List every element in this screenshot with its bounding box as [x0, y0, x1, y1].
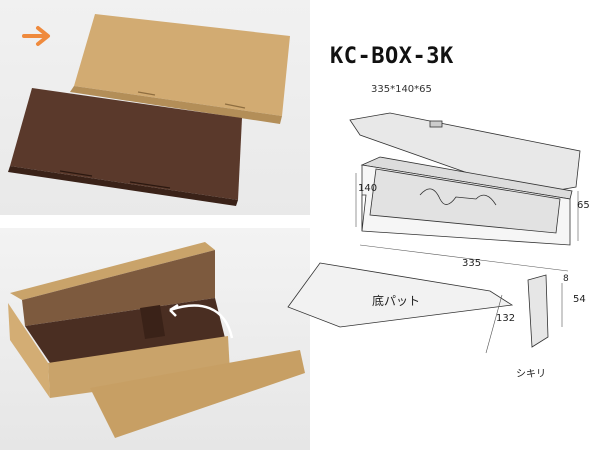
box-line-diagram [287, 112, 581, 354]
box-length-label: 335 [462, 258, 482, 269]
arrow-right-icon [22, 26, 50, 46]
divider-name-label: シキリ [516, 369, 546, 380]
bottom-pad-diagram [287, 262, 514, 328]
product-photo-open [0, 228, 310, 450]
open-box-front-wall [48, 336, 230, 398]
kraft-box-lid [74, 14, 290, 116]
divider-height-label: 54 [573, 294, 586, 305]
open-box-lid [10, 242, 215, 300]
open-box-end-wall [8, 303, 50, 398]
divider-thickness-label: 8 [563, 274, 569, 284]
pad-depth-label: 132 [496, 313, 516, 324]
box-height-label: 65 [577, 200, 590, 211]
box-open-illustration [8, 242, 305, 438]
product-photo-top [0, 0, 310, 215]
divider-diagram [527, 274, 549, 348]
kraft-box-side [70, 86, 282, 124]
brown-box-side [8, 166, 238, 206]
pad-name-label: 底パット [372, 294, 421, 308]
boxes-closed-illustration [8, 14, 290, 206]
box-depth-label: 140 [358, 183, 378, 194]
bottom-pad-photo [90, 350, 305, 438]
product-model-title: KC-BOX-3K [330, 44, 454, 69]
product-dimensions: 335*140*65 [371, 84, 432, 95]
